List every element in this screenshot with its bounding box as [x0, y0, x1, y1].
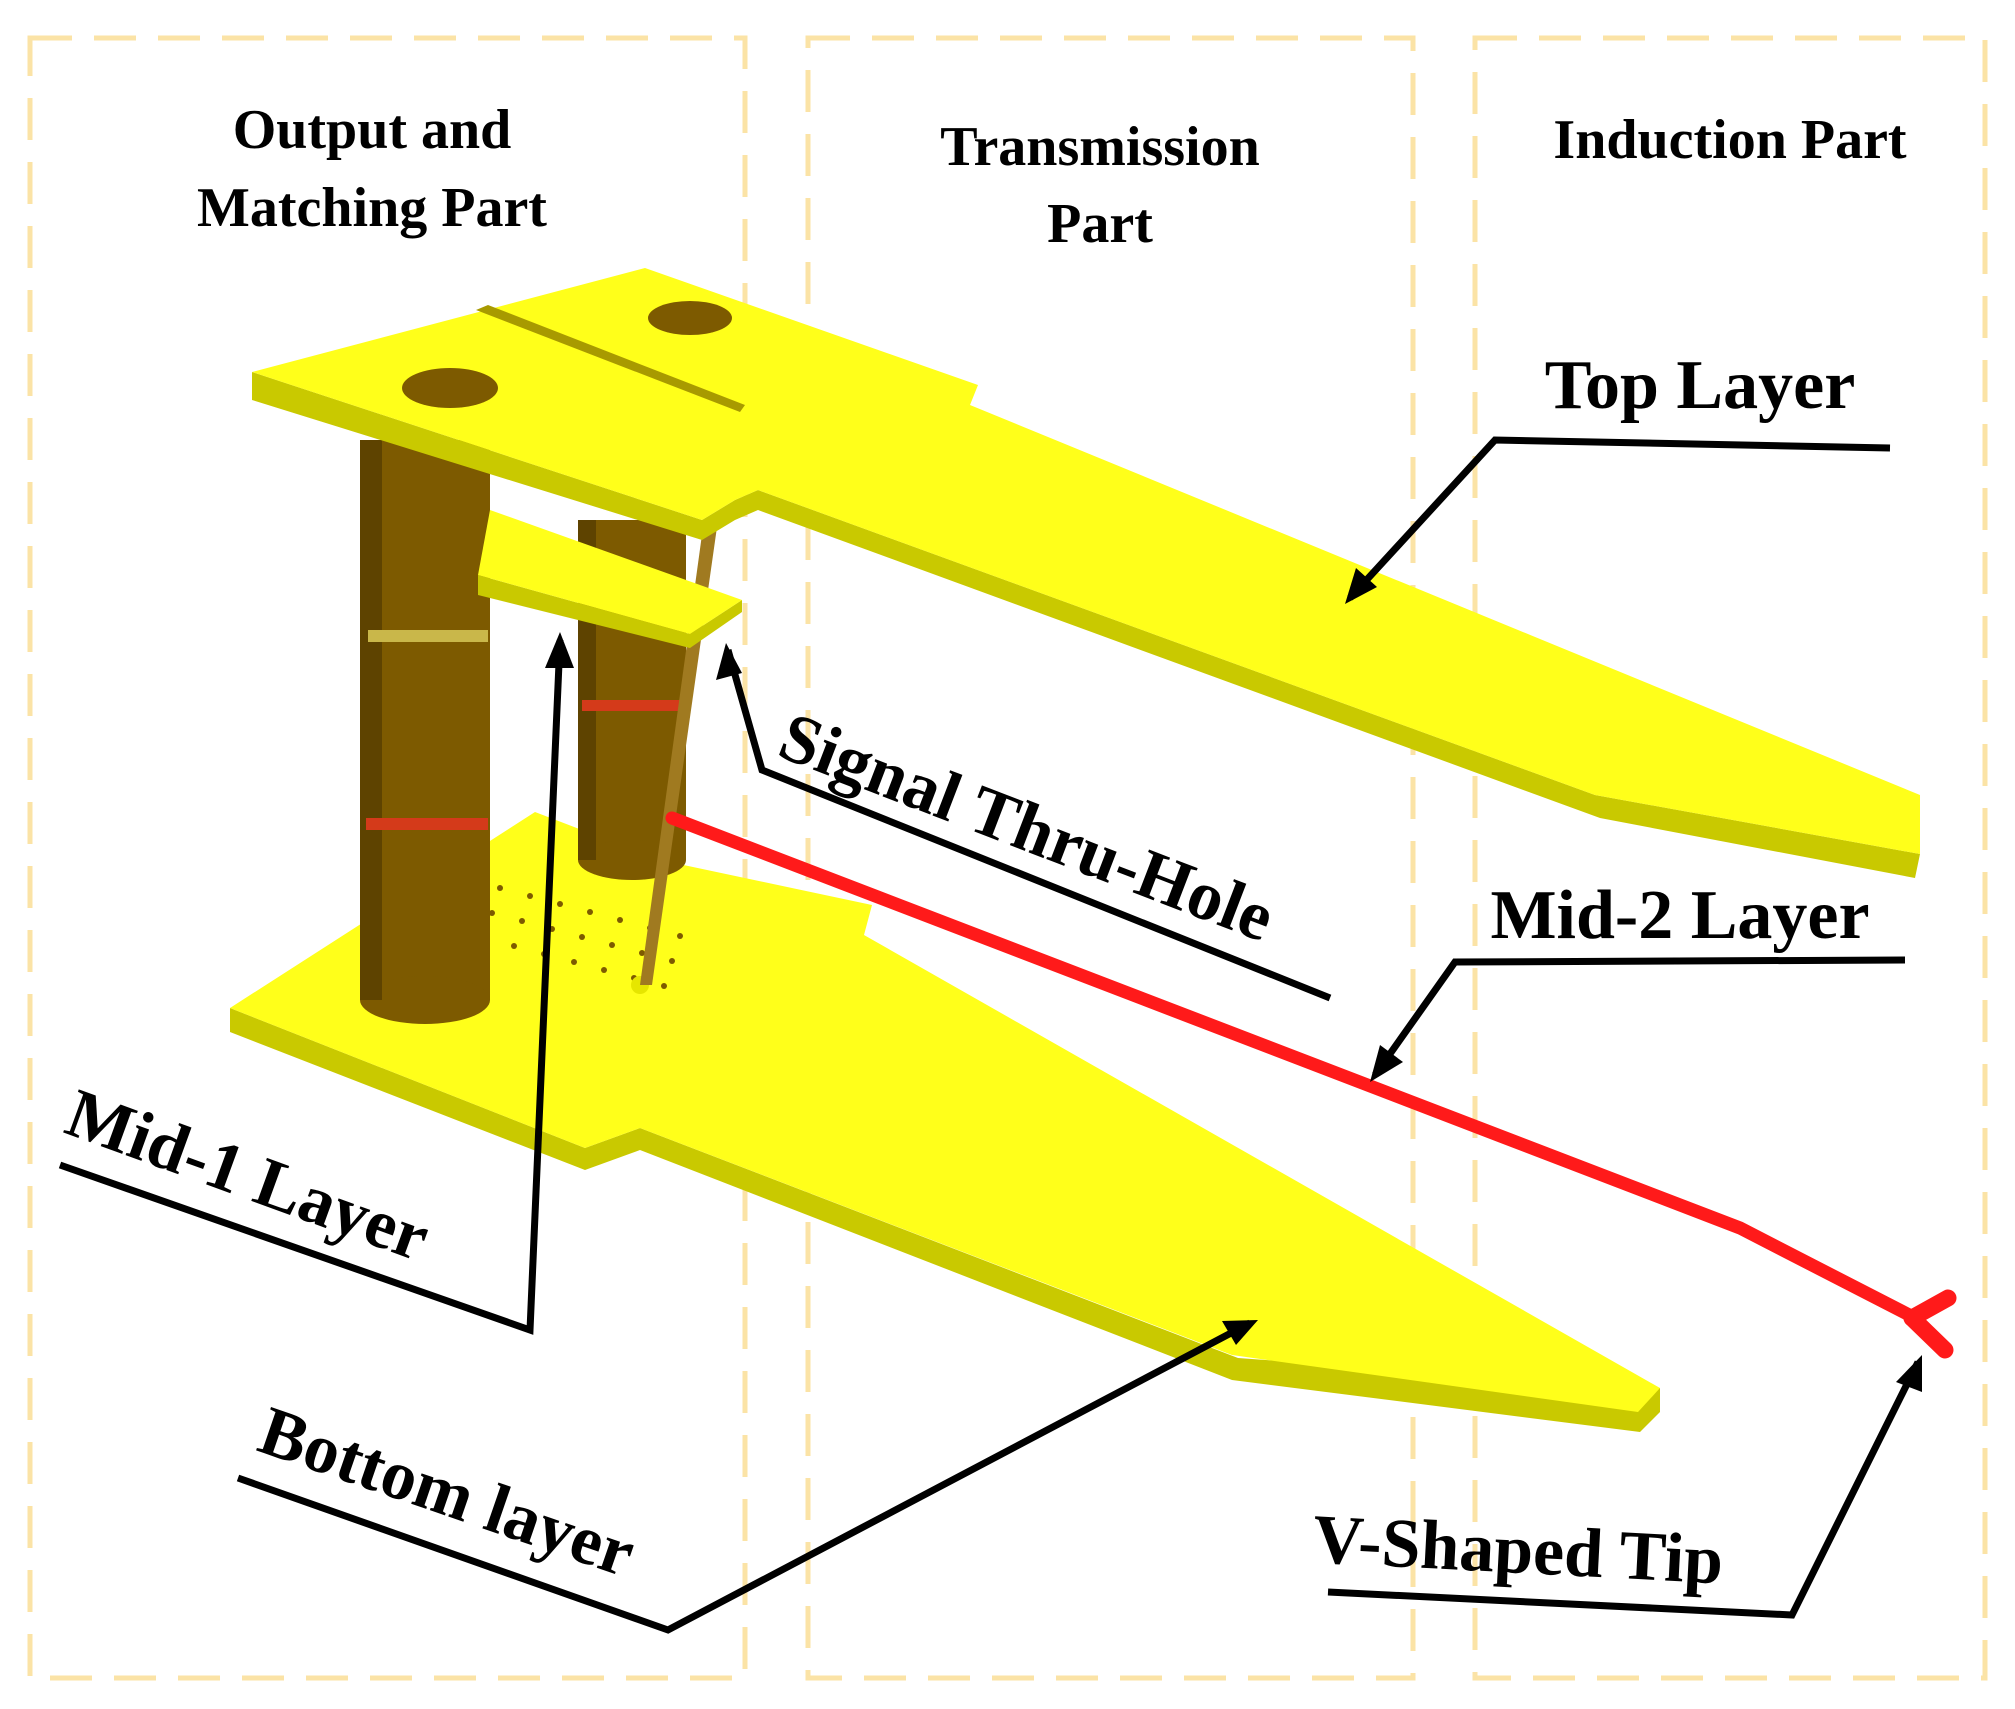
- arrow-mid1-layer: [545, 632, 574, 668]
- arrow-v-tip: [1896, 1355, 1922, 1392]
- top-hole-right: [648, 301, 732, 335]
- section-transmission-line1: Transmission: [940, 116, 1259, 178]
- region-induction: [1472, 35, 1988, 1681]
- top-layer: [252, 268, 1920, 878]
- leader-mid2-layer: [1372, 956, 1906, 1078]
- arrow-top-layer: [1345, 568, 1377, 604]
- arrowheads: [545, 568, 1922, 1392]
- leader-mid1-layer: [58, 639, 564, 1335]
- label-top-layer: Top Layer: [1545, 347, 1856, 424]
- leader-top-layer: [1347, 436, 1891, 601]
- region-borders: [27, 35, 1988, 1681]
- arrow-bottom-layer: [1222, 1320, 1258, 1345]
- section-induction: Induction Part: [1553, 109, 1906, 171]
- section-output-line2: Matching Part: [197, 177, 547, 239]
- leader-v-tip: [1327, 1360, 1922, 1619]
- label-v-tip: V-Shaped Tip: [1311, 1501, 1725, 1599]
- top-slot: [476, 305, 745, 412]
- region-transmission: [805, 35, 1416, 1681]
- leader-bottom-layer: [236, 1319, 1252, 1634]
- arrow-signal-thru-hole: [716, 643, 742, 680]
- region-output: [27, 35, 748, 1681]
- label-bottom-layer: Bottom layer: [250, 1392, 645, 1592]
- leader-lines: [58, 436, 1922, 1634]
- mid-2-layer: [665, 811, 1957, 1359]
- section-transmission-line2: Part: [1047, 193, 1153, 255]
- section-output-line1: Output and: [233, 99, 512, 161]
- mid-1-layer: [478, 510, 742, 648]
- top-hole-left: [402, 368, 498, 408]
- label-mid2-layer: Mid-2 Layer: [1490, 877, 1869, 954]
- label-mid1-layer: Mid-1 Layer: [57, 1075, 440, 1277]
- arrow-mid2-layer: [1370, 1045, 1403, 1082]
- leader-signal-thru-hole: [724, 649, 1332, 1002]
